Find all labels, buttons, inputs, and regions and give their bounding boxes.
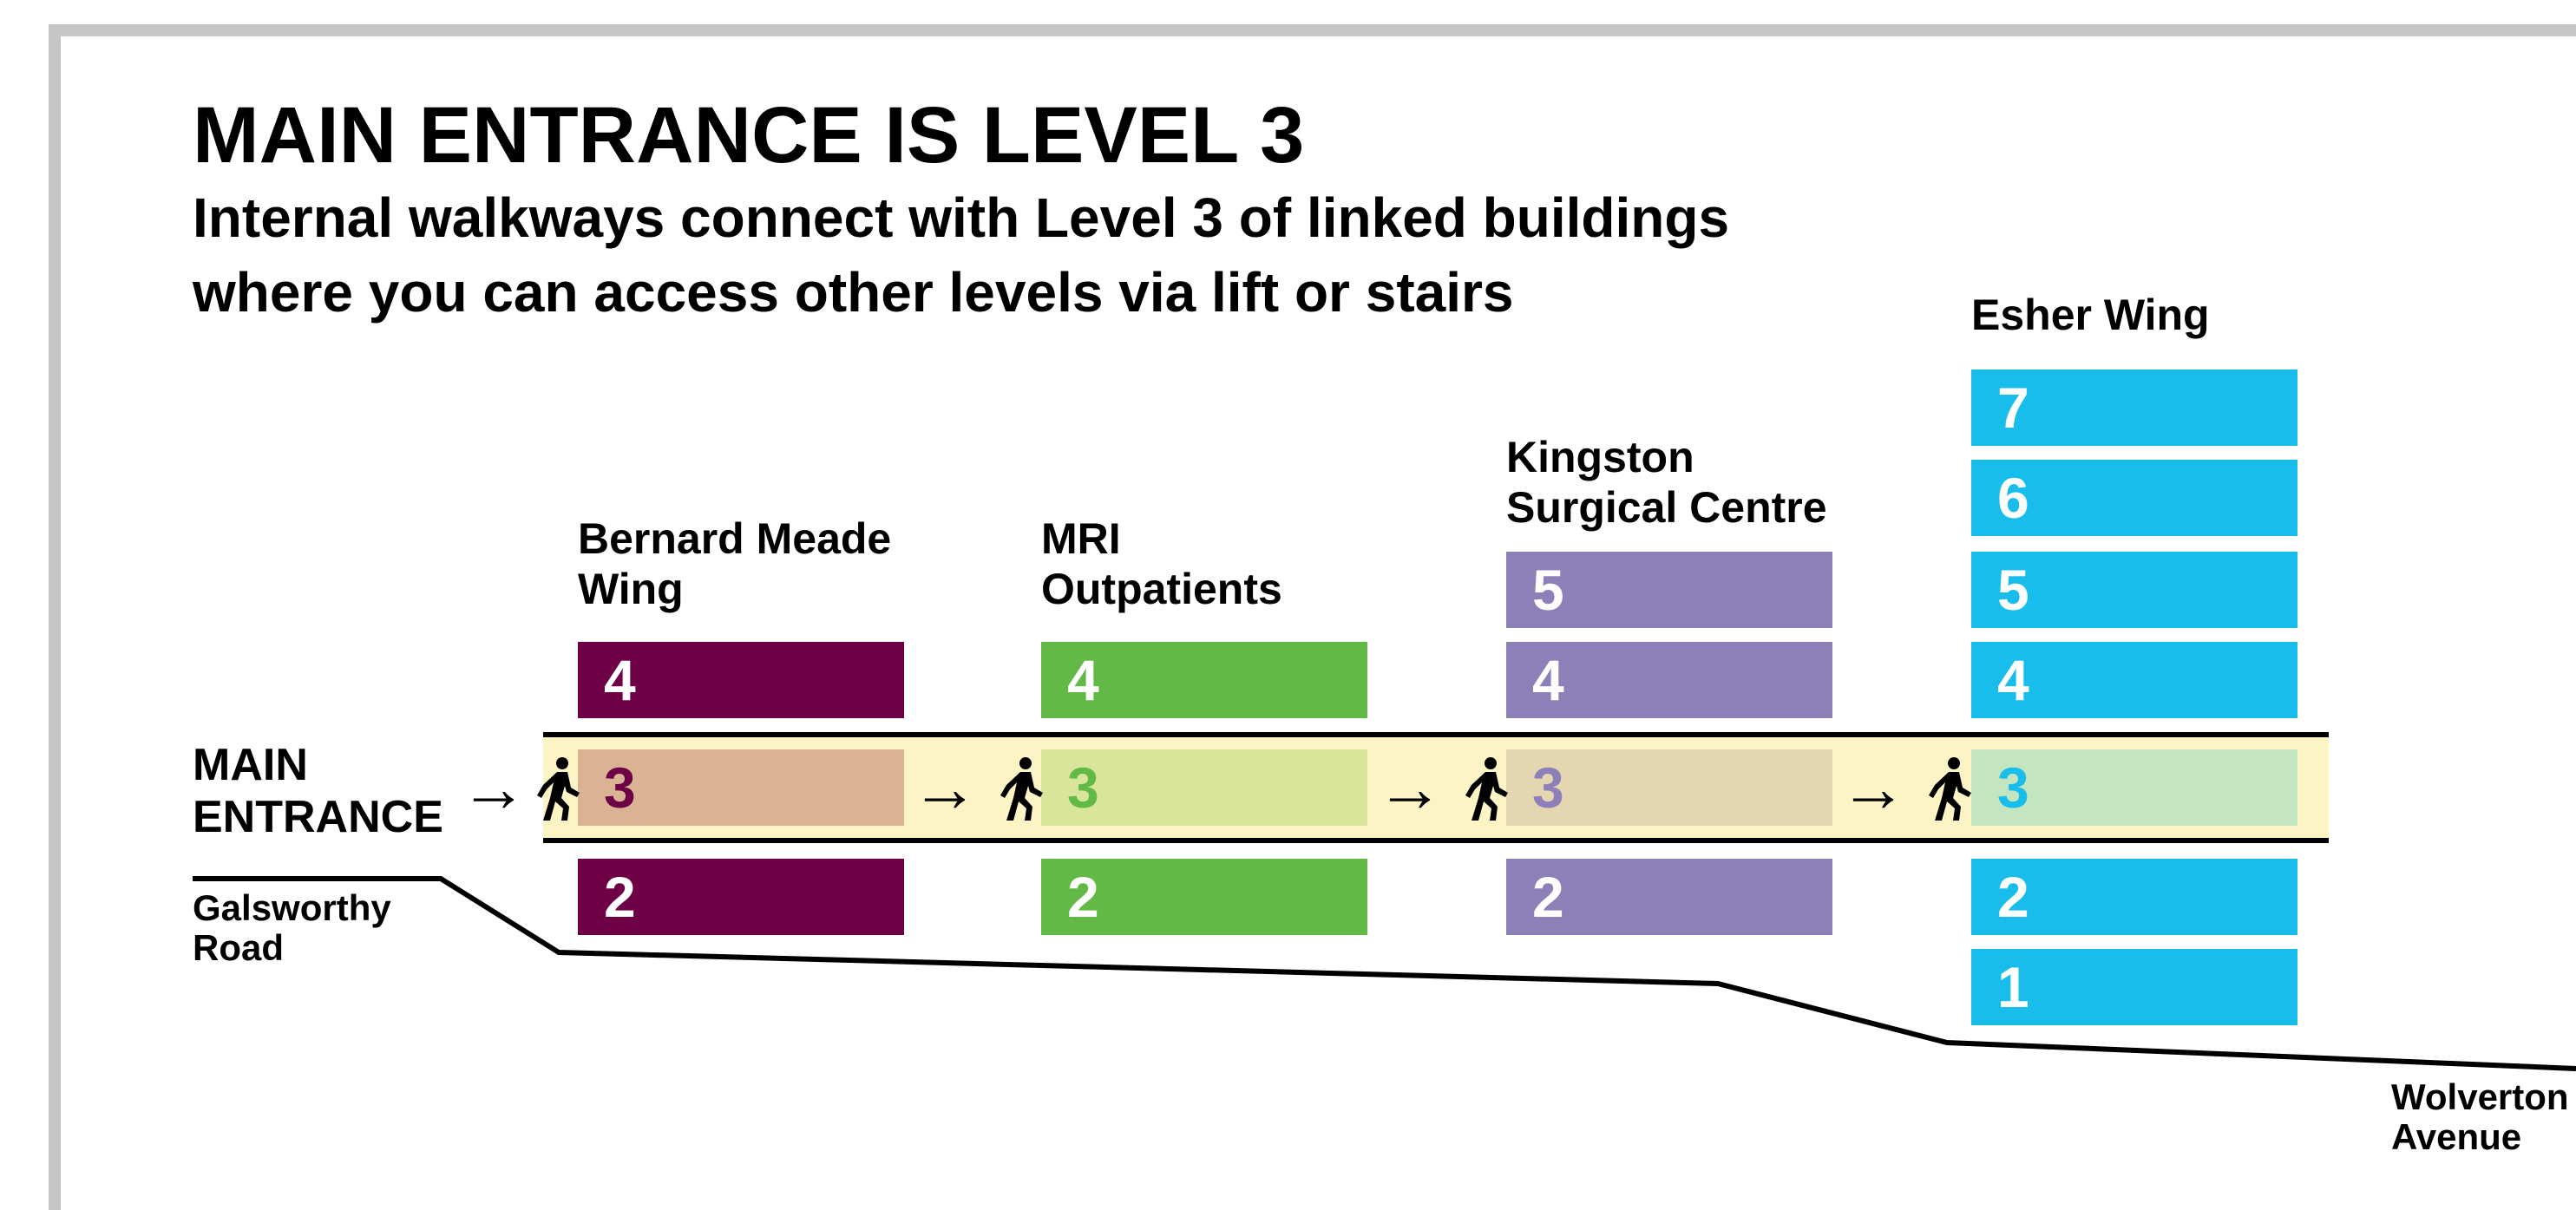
- road-left-line-2: Road: [193, 927, 284, 968]
- building-name-line-1: MRI: [1041, 514, 1121, 563]
- subtitle-line-1: Internal walkways connect with Level 3 o…: [193, 186, 1730, 249]
- esher-level-3: 3: [1971, 749, 2297, 826]
- building-name-line-2: Outpatients: [1041, 565, 1282, 613]
- esher-level-7: 7: [1971, 370, 2297, 446]
- kingston-level-3: 3: [1506, 749, 1832, 826]
- building-name-line-1: Bernard Meade: [578, 514, 892, 563]
- pedestrian-icon: [1000, 757, 1043, 821]
- kingston-level-2: 2: [1506, 859, 1832, 935]
- main-entrance-line-1: MAIN: [193, 740, 308, 790]
- right-arrow-icon: →: [1839, 749, 1907, 826]
- bernard-meade-wing-label: Bernard Meade Wing: [578, 513, 891, 614]
- esher-level-5: 5: [1971, 552, 2297, 628]
- bernard-meade-level-4: 4: [578, 642, 904, 718]
- esher-level-4: 4: [1971, 642, 2297, 718]
- map-frame: [49, 24, 2576, 1210]
- kingston-level-4: 4: [1506, 642, 1832, 718]
- bernard-meade-level-2: 2: [578, 859, 904, 935]
- esher-level-2: 2: [1971, 859, 2297, 935]
- right-arrow-icon: →: [911, 749, 979, 826]
- esher-wing-label: Esher Wing: [1971, 290, 2210, 340]
- road-left-line-1: Galsworthy: [193, 887, 391, 928]
- right-arrow-icon: →: [460, 749, 528, 826]
- mri-level-3: 3: [1041, 749, 1367, 826]
- main-entrance-line-2: ENTRANCE: [193, 792, 443, 842]
- building-name-line-1: Kingston: [1506, 433, 1694, 481]
- building-name-line-2: Wing: [578, 565, 684, 613]
- pedestrian-icon: [1465, 757, 1508, 821]
- road-right-line-2: Avenue: [2391, 1116, 2522, 1157]
- main-entrance-label: MAIN ENTRANCE: [193, 739, 443, 843]
- subtitle-line-2: where you can access other levels via li…: [193, 261, 1514, 324]
- esher-level-1: 1: [1971, 949, 2297, 1025]
- mri-level-4: 4: [1041, 642, 1367, 718]
- page-subtitle: Internal walkways connect with Level 3 o…: [193, 180, 1729, 330]
- wolverton-avenue-label: Wolverton Avenue: [2391, 1077, 2569, 1157]
- kingston-level-5: 5: [1506, 552, 1832, 628]
- building-name-line-1: Esher Wing: [1971, 291, 2210, 339]
- pedestrian-icon: [537, 757, 580, 821]
- mri-outpatients-label: MRI Outpatients: [1041, 513, 1282, 614]
- right-arrow-icon: →: [1376, 749, 1444, 826]
- mri-level-2: 2: [1041, 859, 1367, 935]
- bernard-meade-level-3: 3: [578, 749, 904, 826]
- building-name-line-2: Surgical Centre: [1506, 483, 1827, 532]
- page-title: MAIN ENTRANCE IS LEVEL 3: [193, 91, 1305, 180]
- kingston-surgical-centre-label: Kingston Surgical Centre: [1506, 432, 1827, 533]
- esher-level-6: 6: [1971, 460, 2297, 536]
- galsworthy-road-label: Galsworthy Road: [193, 888, 391, 968]
- road-right-line-1: Wolverton: [2391, 1076, 2569, 1117]
- pedestrian-icon: [1929, 757, 1971, 821]
